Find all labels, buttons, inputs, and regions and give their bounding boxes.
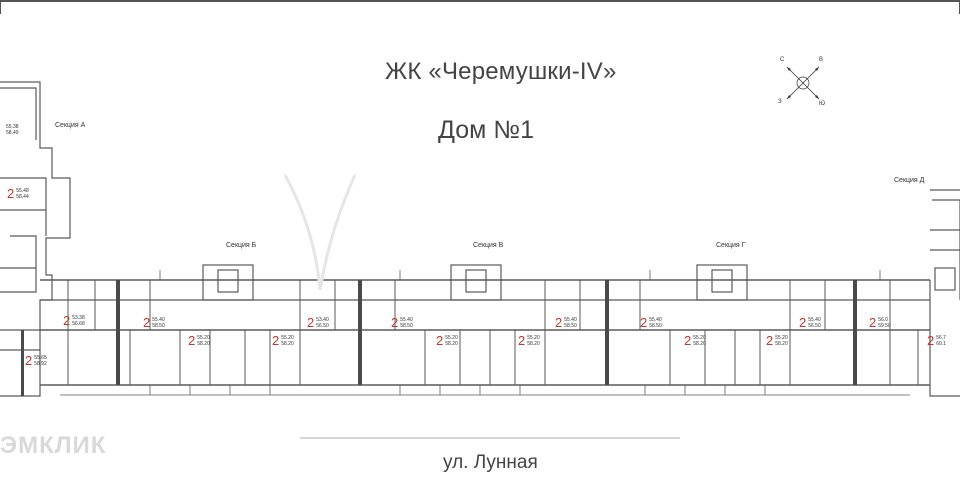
apartment-rooms: 2 bbox=[927, 333, 935, 348]
compass-north-label: С bbox=[780, 57, 785, 63]
apartment-rooms: 2 bbox=[307, 315, 315, 330]
apartment-area-total: 58.20 bbox=[445, 340, 458, 347]
apartment-rooms: 2 bbox=[63, 313, 71, 328]
compass-rose: С В З Ю bbox=[775, 55, 835, 110]
stair-core-g bbox=[696, 264, 748, 301]
apartment-area: 55.38 bbox=[6, 124, 19, 130]
section-a-label: Секция А bbox=[55, 122, 86, 129]
apartment-area: 55.40 bbox=[808, 316, 821, 323]
apartment-rooms: 2 bbox=[799, 315, 807, 330]
apartment-area: 56.0 bbox=[878, 316, 888, 323]
apartment-area-total: 58.49 bbox=[6, 130, 19, 136]
apartment-area: 55.20 bbox=[281, 334, 294, 341]
apartment-area-total: 58.20 bbox=[775, 340, 788, 347]
apartment-area-total: 56.50 bbox=[316, 322, 329, 329]
apartment-area: 55.20 bbox=[693, 334, 706, 341]
apartment-area: 55.48 bbox=[16, 187, 29, 194]
section-b-label: Секция Б bbox=[226, 242, 257, 249]
complex-title: ЖК «Черемушки-IV» bbox=[385, 58, 617, 85]
apartment-rooms: 2 bbox=[436, 333, 444, 348]
apartment-rooms: 2 bbox=[555, 315, 563, 330]
compass-icon bbox=[786, 66, 820, 100]
watermark-logo bbox=[283, 174, 357, 291]
apartment-rooms: 2 bbox=[518, 333, 526, 348]
apartment-rooms: 2 bbox=[684, 333, 692, 348]
apartment-area: 55.20 bbox=[775, 334, 788, 341]
watermark-text: ЭМКЛИК bbox=[0, 432, 107, 459]
apartment-area: 55.20 bbox=[197, 334, 210, 341]
section-v-label: Секция В bbox=[473, 242, 504, 249]
apartment-area-total: 58.20 bbox=[527, 340, 540, 347]
apartment-rooms: 2 bbox=[391, 315, 399, 330]
apartment-rooms: 2 bbox=[143, 315, 151, 330]
apartment-rooms: 2 bbox=[25, 353, 33, 368]
apartment-area: 55.40 bbox=[152, 316, 165, 323]
apartment-area-total: 56.68 bbox=[72, 320, 85, 327]
street-label: ул. Лунная bbox=[443, 452, 538, 473]
apartment-area-total: 58.50 bbox=[400, 322, 413, 329]
apartment-rooms: 2 bbox=[272, 333, 280, 348]
apartment-area-total: 58.20 bbox=[197, 340, 210, 347]
section-g-label: Секция Г bbox=[716, 242, 746, 249]
apartment-rooms: 2 bbox=[188, 333, 196, 348]
apartment-area: 53.40 bbox=[316, 316, 329, 323]
apartment-rooms: 2 bbox=[7, 186, 15, 201]
apartment-area: 55.65 bbox=[34, 354, 47, 361]
compass-west-label: З bbox=[778, 99, 782, 105]
page-frame-top bbox=[0, 0, 960, 2]
apartment-area: 55.40 bbox=[649, 316, 662, 323]
apartment-area-total: 58.20 bbox=[281, 340, 294, 347]
apartment-area-total: 58.50 bbox=[152, 322, 165, 329]
stair-core-b bbox=[202, 264, 254, 301]
apartment-area: 55.20 bbox=[527, 334, 540, 341]
apartment-area-total: 58.20 bbox=[693, 340, 706, 347]
apartment-area: 56.7 bbox=[936, 334, 946, 341]
compass-east-label: В bbox=[819, 57, 824, 63]
apartment-rooms: 2 bbox=[766, 333, 774, 348]
stair-core-v bbox=[450, 264, 502, 301]
apartment-area: 55.40 bbox=[400, 316, 413, 323]
apartment-area-total: 58.50 bbox=[564, 322, 577, 329]
apartment-area-total: 58.50 bbox=[649, 322, 662, 329]
apartment-area-total: 56.50 bbox=[808, 322, 821, 329]
section-d-label: Секция Д bbox=[894, 177, 925, 184]
apartment-area-total: 60.1 bbox=[936, 340, 946, 347]
apartment-area: 55.20 bbox=[445, 334, 458, 341]
apartment-area-total: 58.92 bbox=[34, 360, 47, 367]
house-number-title: Дом №1 bbox=[438, 116, 534, 144]
apartment-area-total: 58.44 bbox=[16, 193, 29, 200]
compass-south-label: Ю bbox=[819, 101, 826, 107]
apartment-rooms: 2 bbox=[640, 315, 648, 330]
apartment-rooms: 2 bbox=[869, 315, 877, 330]
apartment-area: 55.40 bbox=[564, 316, 577, 323]
apartment-area: 53.38 bbox=[72, 314, 85, 321]
apartment-area-total: 59.50 bbox=[878, 322, 891, 329]
page-frame-left bbox=[0, 0, 1, 14]
